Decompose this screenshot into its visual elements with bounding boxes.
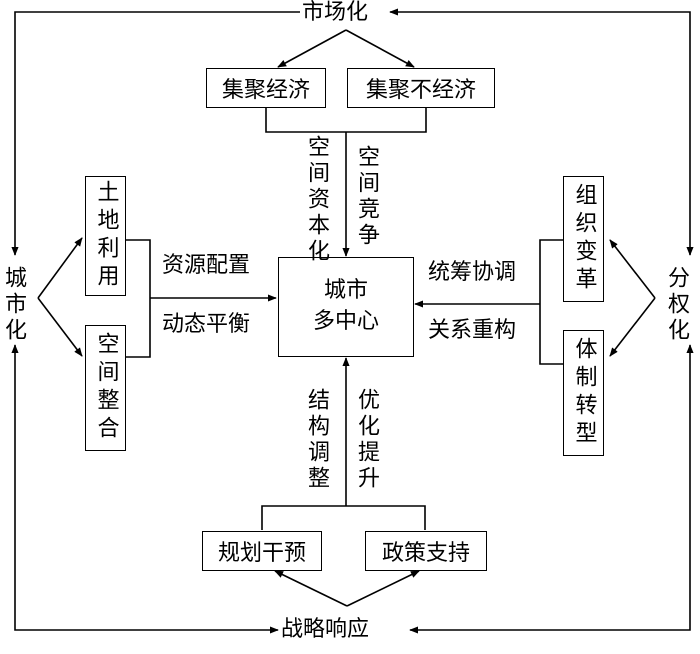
- box-institutional-transition: 体制转型: [563, 330, 604, 456]
- center-line-1: 城市: [323, 278, 368, 304]
- label-resource-allocation: 资源配置: [162, 253, 251, 278]
- top-to-left-arrow: [11, 11, 300, 256]
- left-bracket: [126, 239, 151, 358]
- label-relation-restructuring: 关系重构: [428, 318, 517, 343]
- label-spatial-competition: 空间竞争: [354, 145, 379, 249]
- box-planning-intervention: 规划干预: [202, 531, 322, 571]
- node-left-label: 城市化: [1, 266, 26, 344]
- label-optimization: 优化提升: [354, 388, 379, 492]
- fork-left-b: [37, 297, 83, 357]
- fork-bottom-a: [274, 570, 348, 607]
- box-spatial-integration: 空间整合: [85, 325, 126, 451]
- label-spatial-capitalization: 空间资本化: [304, 135, 329, 265]
- box-organizational-change: 组织变革: [563, 176, 604, 302]
- top-bracket: [265, 107, 427, 133]
- fork-bottom-b: [346, 570, 420, 607]
- label-dynamic-balance: 动态平衡: [162, 312, 251, 337]
- node-top-label: 市场化: [302, 0, 369, 25]
- bottom-bracket: [261, 505, 426, 530]
- right-bracket: [539, 239, 563, 365]
- fork-top-a: [277, 29, 347, 68]
- box-agglomeration-economy: 集聚经济: [206, 68, 326, 108]
- box-policy-support: 政策支持: [365, 531, 487, 571]
- node-right-label: 分权化: [664, 266, 689, 344]
- center-line-2: 多中心: [312, 309, 379, 334]
- fork-right-b: [609, 297, 656, 357]
- label-coordination: 统筹协调: [428, 260, 517, 285]
- top-to-right-arrow: [389, 8, 694, 256]
- node-bottom-label: 战略响应: [281, 617, 370, 642]
- fork-right-a: [609, 239, 656, 299]
- bottom-to-right-arrow: [409, 344, 694, 634]
- box-agglomeration-diseconomy: 集聚不经济: [347, 68, 495, 108]
- fork-left-a: [37, 237, 83, 299]
- center-box: 城市 多中心: [278, 257, 414, 357]
- bottom-to-left-arrow: [11, 344, 279, 634]
- label-structural-adjustment: 结构调整: [304, 388, 329, 492]
- fork-top-b: [345, 29, 415, 68]
- box-land-use: 土地利用: [85, 176, 126, 296]
